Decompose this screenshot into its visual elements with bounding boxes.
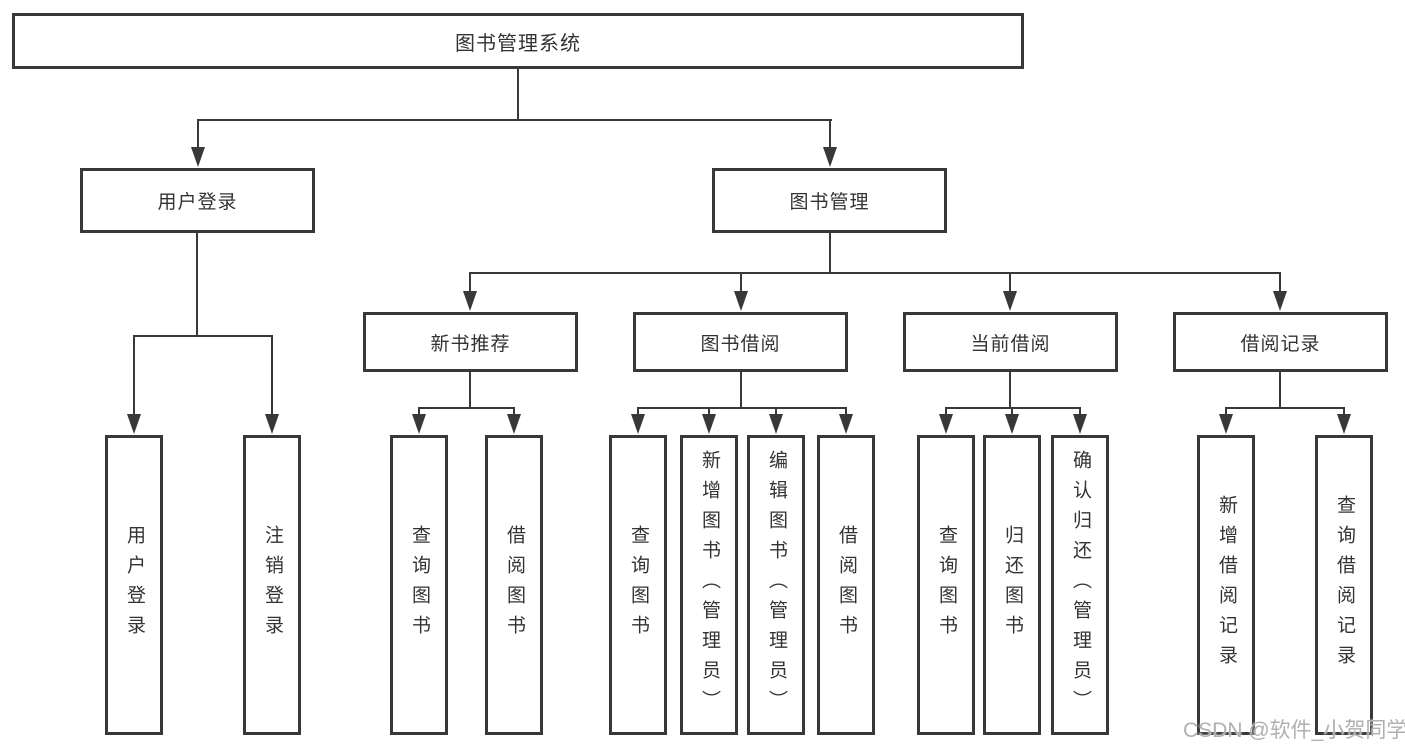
node-leaf-confirm-return-admin: 确认归还（管理员） [1051, 435, 1109, 735]
arrowhead-down-icon [823, 147, 837, 167]
connector-hline-level1 [197, 119, 832, 121]
connector-vline-current-borrowing [1009, 372, 1011, 408]
connector-arrow-stub [197, 120, 199, 153]
node-leaf-return-books: 归还图书 [983, 435, 1041, 735]
node-leaf-borrow-books-recommend: 借阅图书 [485, 435, 543, 735]
arrowhead-down-icon [1219, 414, 1233, 434]
node-root: 图书管理系统 [12, 13, 1024, 69]
node-leaf-add-books-admin: 新增图书（管理员） [680, 435, 738, 735]
arrowhead-down-icon [769, 414, 783, 434]
connector-vline-book-management [829, 233, 831, 273]
connector-arrow-stub [469, 273, 471, 297]
node-leaf-query-borrow-record: 查询借阅记录 [1315, 435, 1373, 735]
connector-vline-new-book-recommend [469, 372, 471, 408]
connector-hline-current-borrowing [945, 407, 1081, 409]
arrowhead-down-icon [127, 414, 141, 434]
arrowhead-down-icon [1073, 414, 1087, 434]
node-leaf-query-books-current: 查询图书 [917, 435, 975, 735]
connector-vline-root [517, 69, 519, 120]
arrowhead-down-icon [1003, 291, 1017, 311]
connector-arrow-stub [271, 336, 273, 420]
node-book-borrowing: 图书借阅 [633, 312, 848, 372]
arrowhead-down-icon [191, 147, 205, 167]
connector-hline-book-management [469, 272, 1281, 274]
connector-hline-new-book-recommend [418, 407, 515, 409]
connector-vline-book-borrowing [740, 372, 742, 408]
arrowhead-down-icon [839, 414, 853, 434]
connector-arrow-stub [1009, 273, 1011, 297]
connector-arrow-stub [133, 336, 135, 420]
arrowhead-down-icon [631, 414, 645, 434]
node-user-login: 用户登录 [80, 168, 315, 233]
arrowhead-down-icon [702, 414, 716, 434]
arrowhead-down-icon [1005, 414, 1019, 434]
connector-hline-user-login [133, 335, 273, 337]
arrowhead-down-icon [939, 414, 953, 434]
node-book-management: 图书管理 [712, 168, 947, 233]
watermark-text: CSDN @软件_小贺同学 [1183, 719, 1405, 742]
node-leaf-logout: 注销登录 [243, 435, 301, 735]
node-leaf-edit-books-admin: 编辑图书（管理员） [747, 435, 805, 735]
arrowhead-down-icon [412, 414, 426, 434]
arrowhead-down-icon [1273, 291, 1287, 311]
connector-arrow-stub [740, 273, 742, 297]
node-current-borrowing: 当前借阅 [903, 312, 1118, 372]
node-leaf-borrow-books-borrowing: 借阅图书 [817, 435, 875, 735]
connector-hline-book-borrowing [637, 407, 847, 409]
connector-vline-borrowing-records [1279, 372, 1281, 408]
arrowhead-down-icon [507, 414, 521, 434]
arrowhead-down-icon [1337, 414, 1351, 434]
node-borrowing-records: 借阅记录 [1173, 312, 1388, 372]
connector-arrow-stub [1279, 273, 1281, 297]
arrowhead-down-icon [463, 291, 477, 311]
arrowhead-down-icon [734, 291, 748, 311]
node-leaf-add-borrow-record: 新增借阅记录 [1197, 435, 1255, 735]
arrowhead-down-icon [265, 414, 279, 434]
connector-arrow-stub [829, 120, 831, 153]
node-new-book-recommend: 新书推荐 [363, 312, 578, 372]
node-leaf-query-books-recommend: 查询图书 [390, 435, 448, 735]
node-leaf-query-books-borrowing: 查询图书 [609, 435, 667, 735]
connector-vline-user-login [196, 233, 198, 336]
node-leaf-user-login: 用户登录 [105, 435, 163, 735]
connector-hline-borrowing-records [1225, 407, 1345, 409]
